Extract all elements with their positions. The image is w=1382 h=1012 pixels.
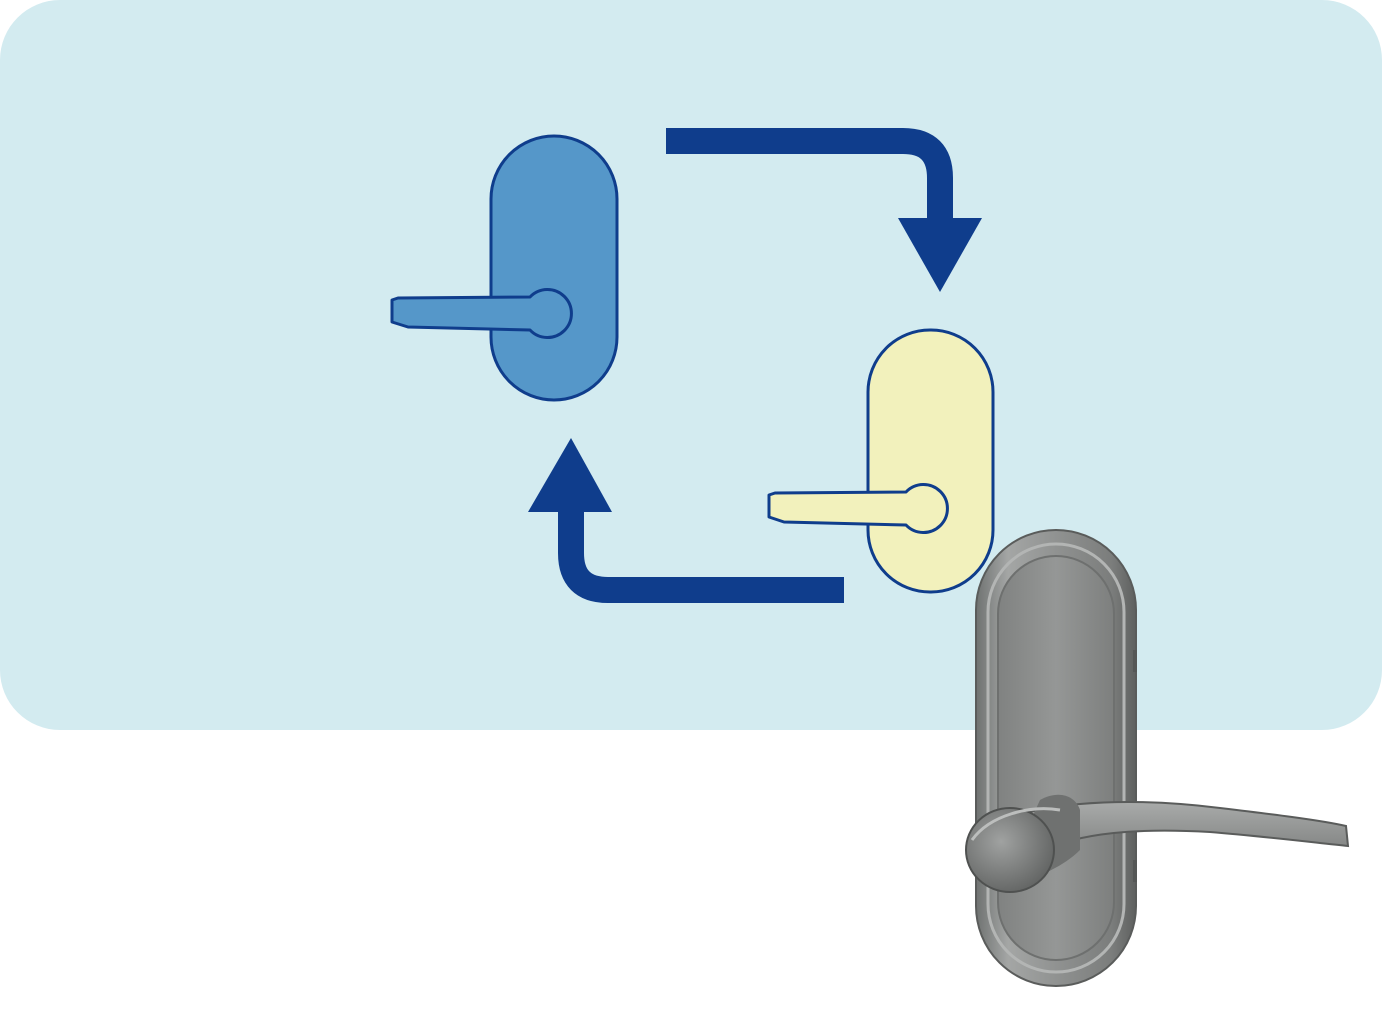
current-lever-handle-icon [390,134,619,402]
diagram-background-panel [0,0,1382,730]
replacement-lever-handle-icon [767,328,995,594]
arrow-down-right-icon [666,128,982,292]
arrow-up-left-icon [528,438,844,603]
door-lever-handle-illustration [965,529,1350,987]
